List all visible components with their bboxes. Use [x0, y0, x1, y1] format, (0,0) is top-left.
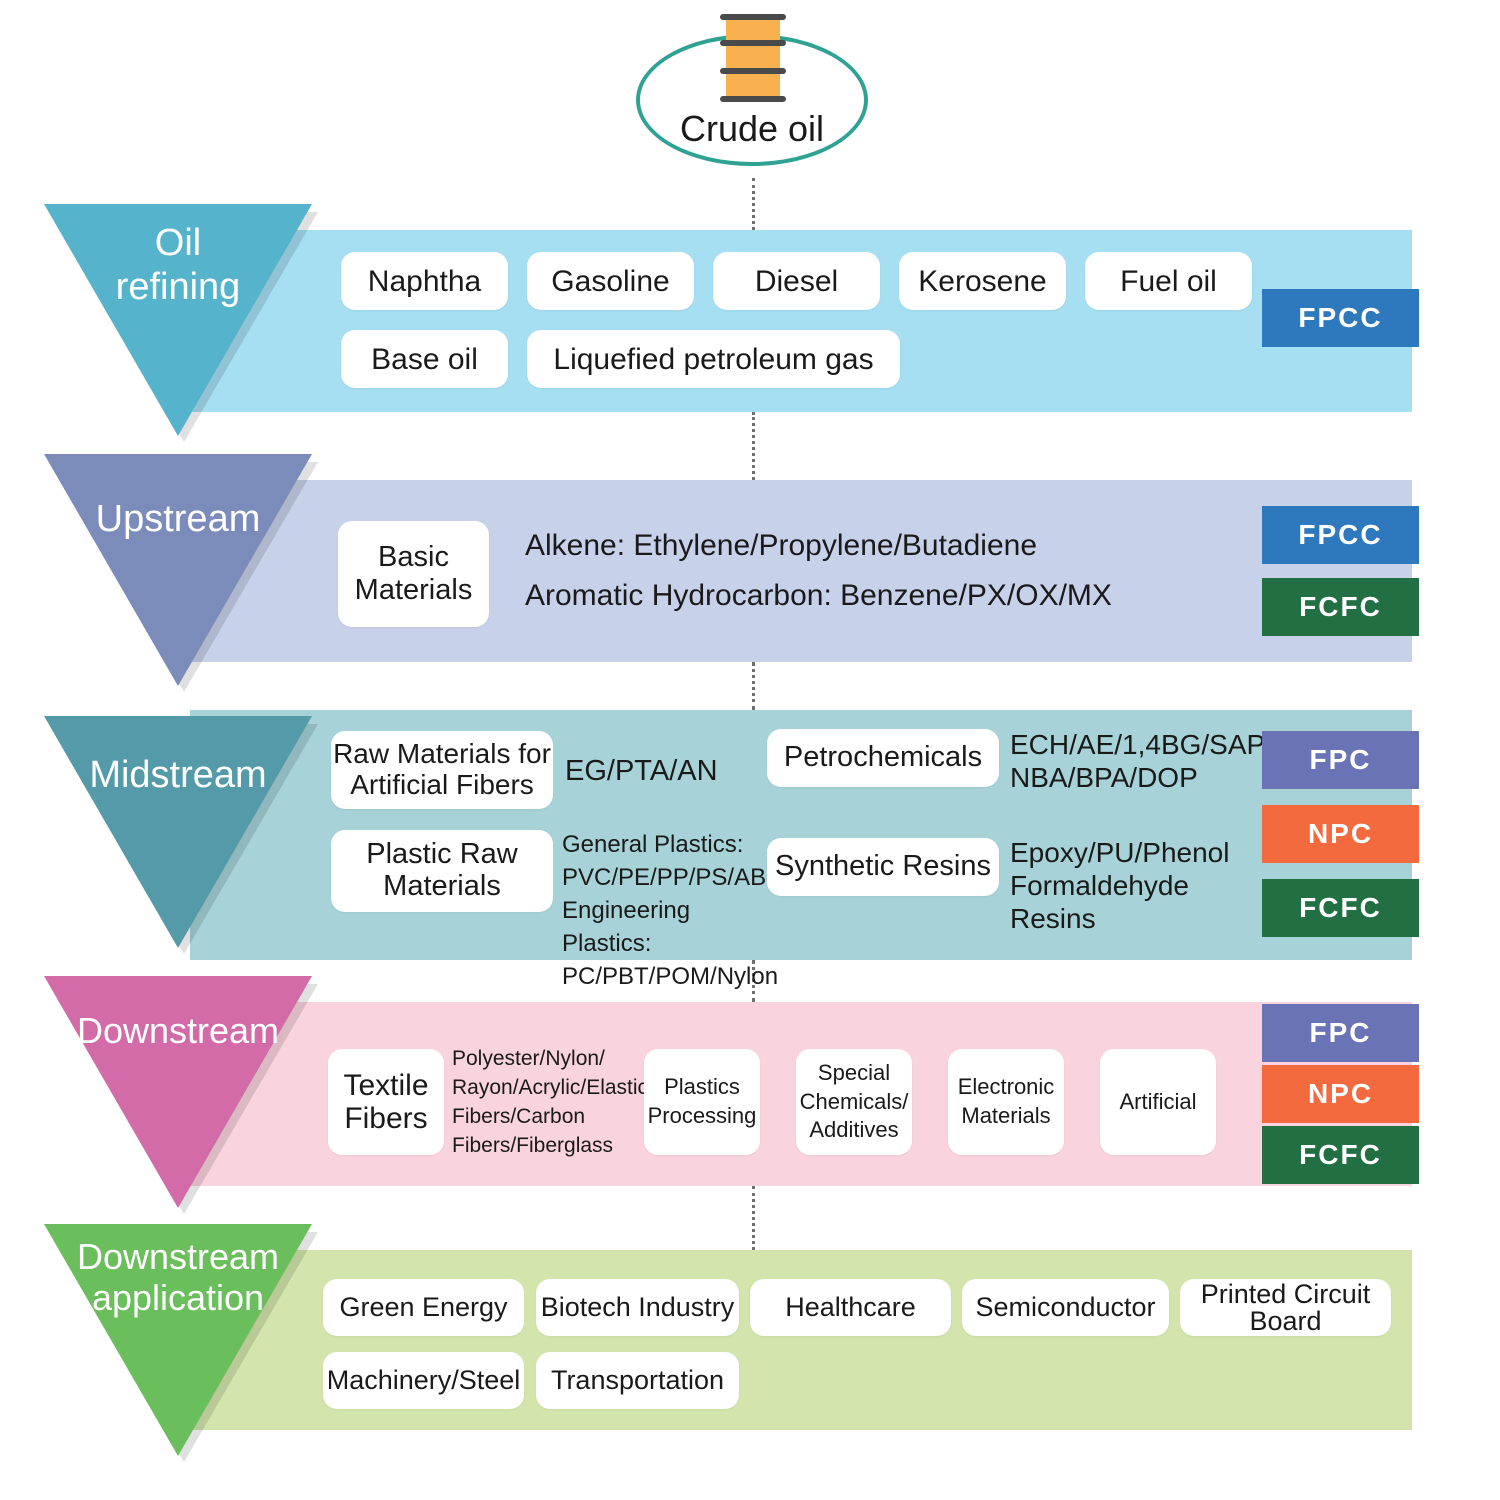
- product-base-oil: Base oil: [341, 330, 508, 388]
- application-pcb: Printed Circuit Board: [1180, 1279, 1391, 1336]
- company-tag-npc: NPC: [1262, 805, 1419, 863]
- midstream-triangle: [44, 716, 318, 954]
- connector-line: [752, 412, 755, 480]
- fibers-text: Polyester/Nylon/ Rayon/Acrylic/Elastic F…: [452, 1047, 649, 1157]
- company-tag-fpc: FPC: [1262, 731, 1419, 789]
- company-tag-fpc: FPC: [1262, 1004, 1419, 1062]
- raw-materials-fibers-box: Raw Materials for Artificial Fibers: [331, 731, 553, 809]
- synthetic-resins-box: Synthetic Resins: [767, 838, 999, 896]
- artificial-box: Artificial: [1100, 1049, 1216, 1155]
- company-tag-fcfc: FCFC: [1262, 578, 1419, 636]
- oil-refining-title: Oil refining: [115, 222, 241, 308]
- oil-refining-triangle: [44, 204, 318, 442]
- product-fuel-oil: Fuel oil: [1085, 252, 1252, 310]
- product-lpg: Liquefied petroleum gas: [527, 330, 900, 388]
- company-tag-fcfc: FCFC: [1262, 879, 1419, 937]
- plastics-text: General Plastics: PVC/PE/PP/PS/ABS Engin…: [562, 831, 783, 991]
- company-tag-npc: NPC: [1262, 1065, 1419, 1123]
- product-diesel: Diesel: [713, 252, 880, 310]
- upstream-triangle: [44, 454, 318, 692]
- connector-line: [752, 178, 755, 230]
- basic-materials-box: Basic Materials: [338, 521, 489, 627]
- eg-pta-an-text: EG/PTA/AN: [565, 755, 718, 787]
- company-tag-fcfc: FCFC: [1262, 1126, 1419, 1184]
- application-transportation: Transportation: [536, 1352, 739, 1409]
- connector-line: [752, 1186, 755, 1250]
- product-naphtha: Naphtha: [341, 252, 508, 310]
- connector-line: [752, 960, 755, 1002]
- electronic-materials-box: Electronic Materials: [948, 1049, 1064, 1155]
- company-tag-fpcc: FPCC: [1262, 289, 1419, 347]
- application-title: Downstream application: [76, 1236, 280, 1319]
- upstream-title: Upstream: [95, 498, 261, 540]
- application-green-energy: Green Energy: [323, 1279, 524, 1336]
- connector-line: [752, 662, 755, 710]
- downstream-triangle: [44, 976, 318, 1214]
- oil-barrel-icon: [720, 14, 786, 102]
- application-semiconductor: Semiconductor: [962, 1279, 1169, 1336]
- textile-fibers-box: Textile Fibers: [328, 1049, 444, 1155]
- application-biotech: Biotech Industry: [536, 1279, 739, 1336]
- plastics-processing-box: Plastics Processing: [644, 1049, 760, 1155]
- crude-oil-label: Crude oil: [679, 108, 825, 149]
- plastic-raw-materials-box: Plastic Raw Materials: [331, 830, 553, 912]
- aromatic-text: Aromatic Hydrocarbon: Benzene/PX/OX/MX: [525, 579, 1112, 612]
- midstream-title: Midstream: [89, 754, 267, 796]
- downstream-title: Downstream: [76, 1010, 280, 1051]
- product-gasoline: Gasoline: [527, 252, 694, 310]
- application-machinery-steel: Machinery/Steel: [323, 1352, 524, 1409]
- application-healthcare: Healthcare: [750, 1279, 951, 1336]
- product-kerosene: Kerosene: [899, 252, 1066, 310]
- application-triangle: [44, 1224, 318, 1462]
- alkene-text: Alkene: Ethylene/Propylene/Butadiene: [525, 529, 1038, 562]
- petrochemicals-box: Petrochemicals: [767, 729, 999, 787]
- resins-text: Epoxy/PU/Phenol Formaldehyde Resins: [1010, 837, 1230, 935]
- company-tag-fpcc: FPCC: [1262, 506, 1419, 564]
- special-chemicals-box: Special Chemicals/ Additives: [796, 1049, 912, 1155]
- petrochemicals-text: ECH/AE/1,4BG/SAP/ NBA/BPA/DOP: [1010, 729, 1273, 794]
